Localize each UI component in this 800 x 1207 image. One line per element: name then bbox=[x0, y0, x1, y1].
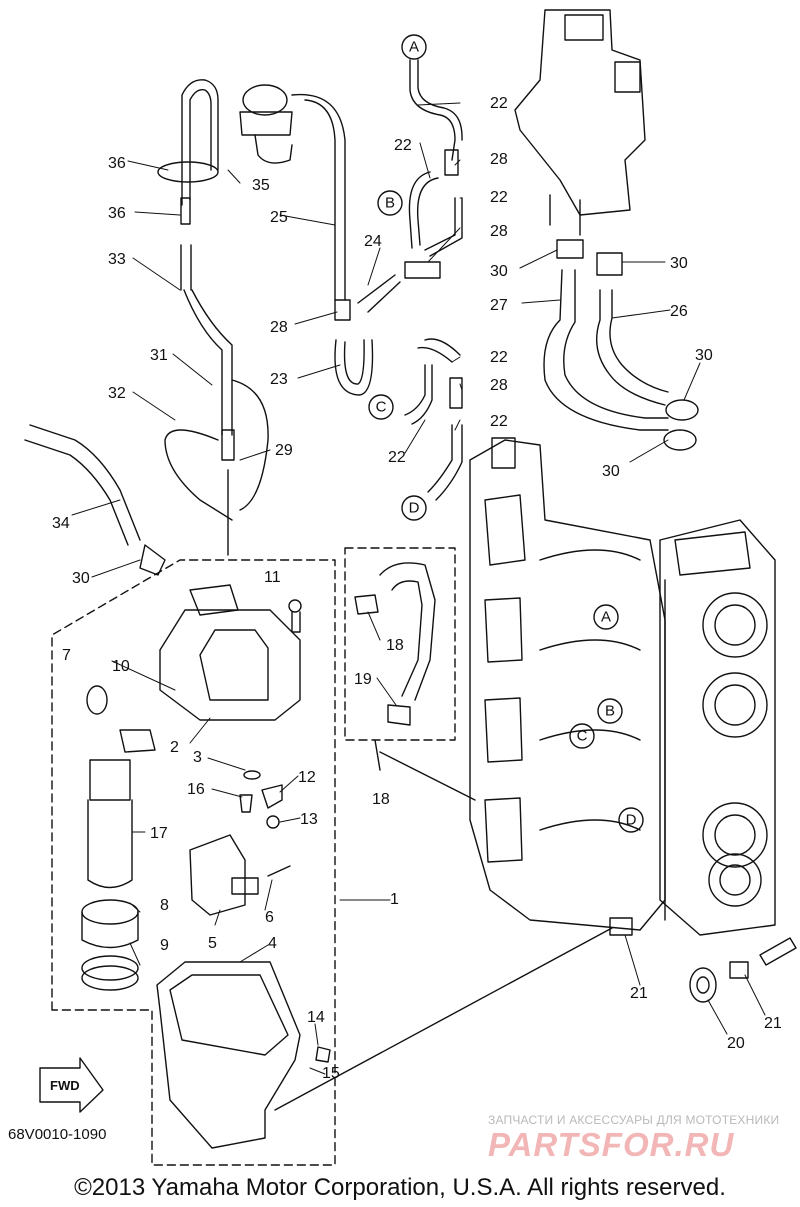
letter-b-top: B bbox=[385, 195, 395, 212]
callout-18: 18 bbox=[372, 791, 390, 808]
callout-17: 17 bbox=[150, 825, 168, 842]
callout-15: 15 bbox=[322, 1065, 340, 1082]
callout-21b: 21 bbox=[764, 1015, 782, 1032]
hose-31-loop bbox=[164, 379, 269, 556]
callout-22c: 22 bbox=[490, 189, 508, 206]
hose-upper-left bbox=[180, 79, 233, 436]
fwd-arrow-outline bbox=[39, 1057, 104, 1113]
callout-35: 35 bbox=[252, 177, 270, 194]
callout-32: 33 bbox=[108, 251, 126, 268]
callout-3: 3 bbox=[193, 749, 202, 766]
callout-30-right: 30 bbox=[670, 255, 688, 272]
hose-19 bbox=[354, 562, 476, 801]
connector-letter-labels: A B C D A B C D bbox=[376, 39, 637, 829]
callout-1: 1 bbox=[390, 891, 399, 908]
callout-14: 14 bbox=[307, 1009, 325, 1026]
letter-a-top: A bbox=[409, 39, 419, 56]
callout-2: 2 bbox=[170, 739, 179, 756]
callout-28b: 28 bbox=[490, 151, 508, 168]
callout-4: 4 bbox=[268, 935, 277, 952]
vapor-separator bbox=[514, 9, 646, 276]
watermark-logo: PARTSFOR.RU bbox=[488, 1126, 735, 1163]
hoses-26-27 bbox=[543, 269, 699, 451]
callout-22d: 22 bbox=[490, 349, 508, 366]
letter-d-top: D bbox=[409, 500, 420, 517]
callout-26: 26 bbox=[670, 303, 688, 320]
leader-line-21 bbox=[274, 927, 613, 1111]
callout-30-low: 30 bbox=[602, 463, 620, 480]
callout-36: 36 bbox=[108, 205, 126, 222]
bolts-grommets bbox=[609, 917, 797, 1003]
callout-labels: 36 35 36 33 31 32 29 34 30 25 24 28 23 2… bbox=[52, 95, 782, 1082]
callout-24: 24 bbox=[364, 233, 382, 250]
clamp-34 bbox=[157, 161, 219, 183]
callout-34: 36 bbox=[108, 155, 126, 172]
callout-29: 29 bbox=[275, 442, 293, 459]
callout-5: 5 bbox=[208, 935, 217, 952]
pressure-regulator bbox=[239, 84, 346, 301]
callout-22b: 22 bbox=[394, 137, 412, 154]
callout-13: 13 bbox=[300, 811, 318, 828]
letter-c-top: C bbox=[376, 399, 387, 416]
callout-22f: 22 bbox=[388, 449, 406, 466]
callout-30-top: 30 bbox=[490, 263, 508, 280]
callout-30-mid: 30 bbox=[695, 347, 713, 364]
callout-9: 9 bbox=[160, 937, 169, 954]
fuel-hoses-center bbox=[334, 59, 463, 501]
callout-28c: 28 bbox=[490, 223, 508, 240]
fwd-label: FWD bbox=[50, 1078, 80, 1093]
copyright-notice: ©2013 Yamaha Motor Corporation, U.S.A. A… bbox=[74, 1174, 726, 1201]
callout-12: 12 bbox=[298, 769, 316, 786]
callout-33: 34 bbox=[52, 515, 70, 532]
electric-fuel-pump bbox=[81, 685, 156, 991]
callout-25: 25 bbox=[270, 209, 288, 226]
callout-22a: 22 bbox=[490, 95, 508, 112]
watermark-tagline: ЗАПЧАСТИ И АКСЕССУАРЫ ДЛЯ МОТОТЕХНИКИ bbox=[488, 1113, 780, 1127]
connector-letters bbox=[368, 34, 644, 833]
callout-19a: 18 bbox=[386, 637, 404, 654]
callout-31a: 31 bbox=[150, 347, 168, 364]
callout-21a: 21 bbox=[630, 985, 648, 1002]
hose-33 bbox=[24, 424, 166, 576]
callout-27: 27 bbox=[490, 297, 508, 314]
callout-22e: 22 bbox=[490, 413, 508, 430]
part-code: 68V0010-1090 bbox=[8, 1126, 107, 1143]
throttle-bodies bbox=[659, 519, 776, 936]
fuel-pump-assembly-box bbox=[51, 547, 456, 1166]
fuel-cup bbox=[156, 961, 331, 1149]
letter-c-right: C bbox=[577, 728, 588, 745]
callout-28d: 28 bbox=[490, 377, 508, 394]
callout-11: 11 bbox=[264, 569, 281, 586]
letter-d-right: D bbox=[626, 812, 637, 829]
callout-20: 20 bbox=[727, 1035, 745, 1052]
callout-23: 23 bbox=[270, 371, 288, 388]
callout-8: 8 bbox=[160, 897, 169, 914]
fuel-filter-bracket bbox=[159, 584, 302, 721]
callout-31b: 32 bbox=[108, 385, 126, 402]
callout-10: 10 bbox=[112, 658, 130, 675]
letter-b-right: B bbox=[605, 703, 615, 720]
callout-30-left: 30 bbox=[72, 570, 90, 587]
callout-6: 6 bbox=[265, 909, 274, 926]
callout-28a: 28 bbox=[270, 319, 288, 336]
letter-a-right: A bbox=[601, 609, 611, 626]
small-parts bbox=[189, 770, 291, 916]
callout-19b: 19 bbox=[354, 671, 372, 688]
callout-7: 7 bbox=[62, 647, 71, 664]
callout-leaders bbox=[71, 102, 766, 1075]
intake-manifold bbox=[469, 437, 666, 931]
callout-16: 16 bbox=[187, 781, 205, 798]
